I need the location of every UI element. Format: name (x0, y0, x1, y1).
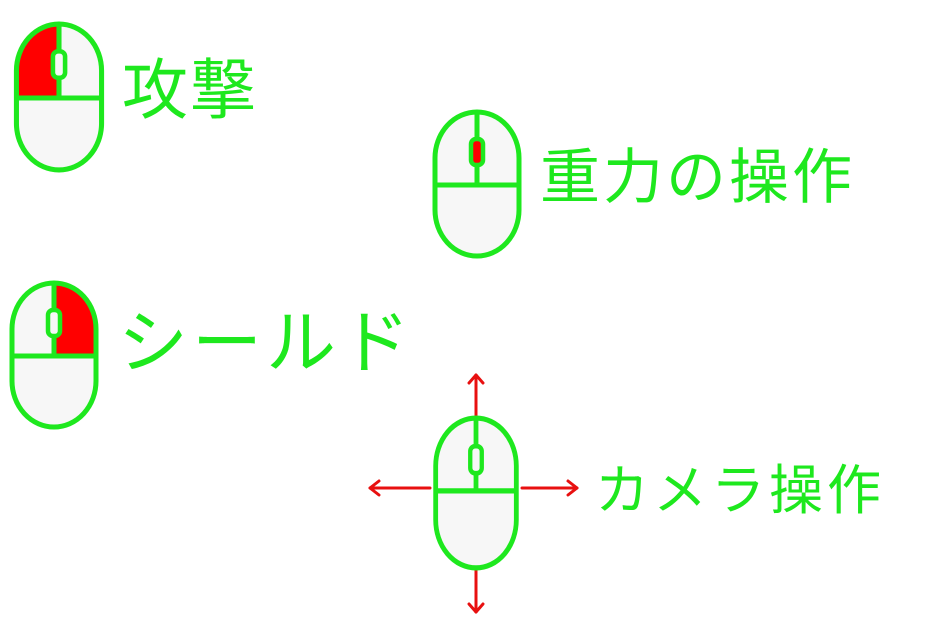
shield-label: シールド (118, 302, 414, 384)
mouse-right-button-icon (4, 280, 104, 432)
gravity-control-label: 重力の操作 (540, 143, 855, 213)
camera-control-label: カメラ操作 (595, 459, 885, 522)
mouse-wheel-icon (427, 109, 527, 260)
mouse-left-button-icon (8, 21, 110, 174)
attack-label: 攻撃 (122, 52, 258, 129)
move-arrows-icon (368, 373, 579, 614)
